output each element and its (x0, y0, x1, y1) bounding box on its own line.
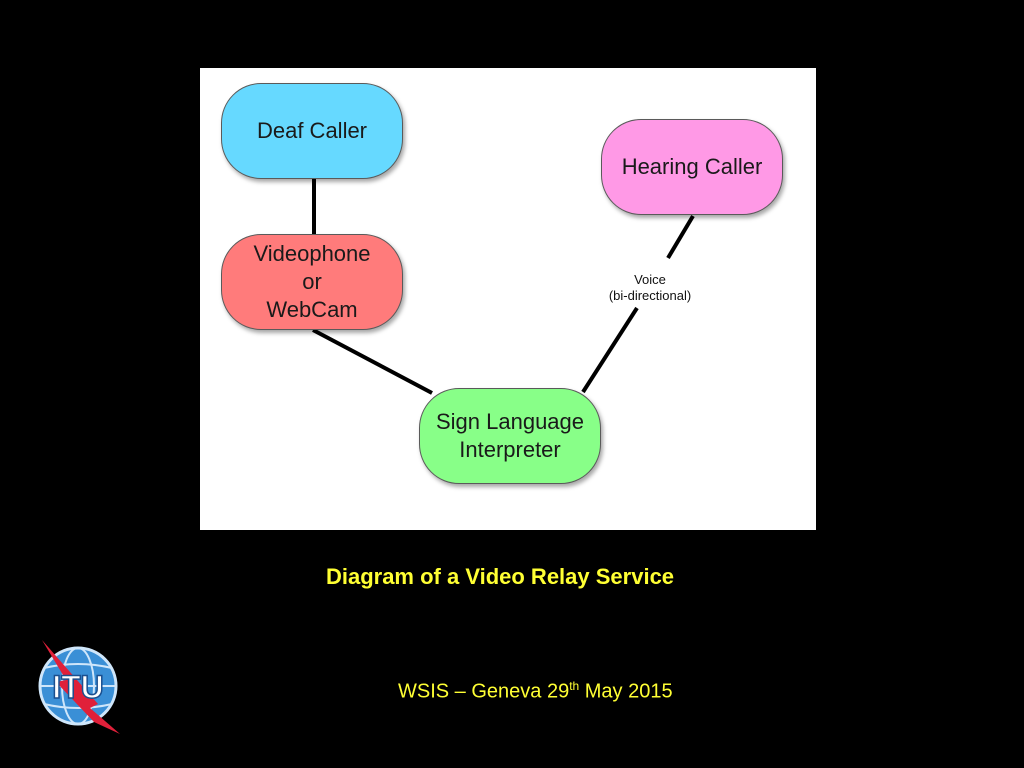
node-deaf-caller: Deaf Caller (221, 83, 403, 179)
node-hearing-caller: Hearing Caller (601, 119, 783, 215)
diagram-panel: Deaf Caller Videophone or WebCam Hearing… (200, 68, 816, 530)
diagram-connectors (312, 178, 695, 395)
footer-superscript: th (569, 679, 580, 693)
footer-event-date: WSIS – Geneva 29th May 2015 (398, 679, 673, 704)
edge-interpreter-to-hearing-lower (581, 306, 639, 394)
edge-videophone-to-interpreter (312, 328, 433, 395)
footer-suffix: May 2015 (579, 680, 673, 703)
edge-label-voice: Voice (bi-directional) (598, 272, 702, 304)
itu-globe-icon: ITU (38, 640, 120, 734)
footer-prefix: WSIS – Geneva 29 (398, 680, 570, 703)
node-sign-language-interpreter: Sign Language Interpreter (419, 388, 601, 484)
edge-interpreter-to-hearing-upper (666, 214, 695, 260)
node-videophone-webcam: Videophone or WebCam (221, 234, 403, 330)
itu-logo: ITU (36, 636, 126, 741)
itu-logo-text: ITU (52, 669, 104, 705)
diagram-caption: Diagram of a Video Relay Service (325, 564, 675, 589)
